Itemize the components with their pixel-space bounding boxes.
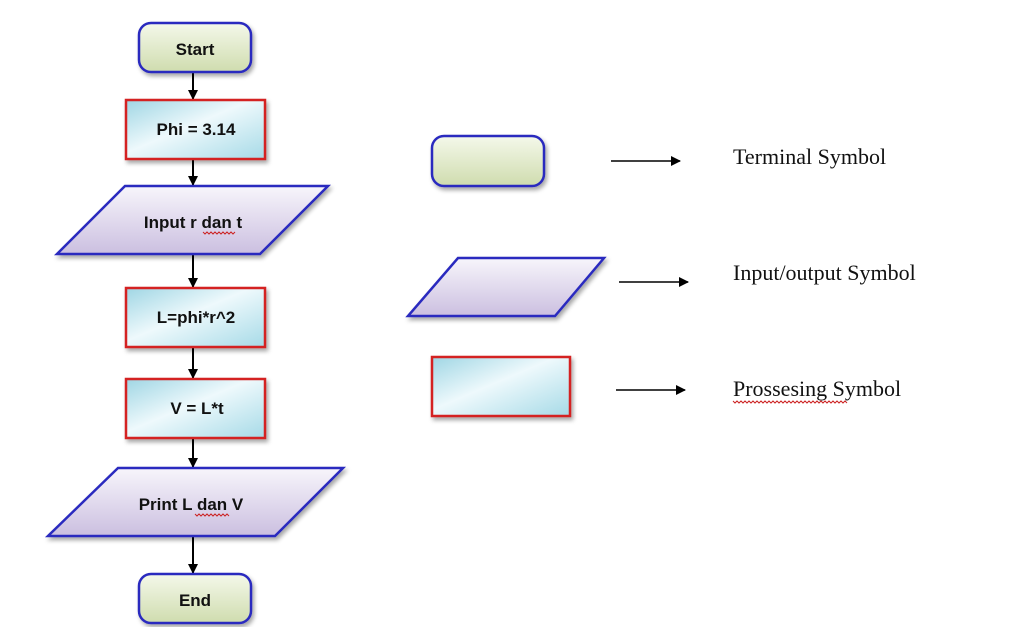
spellcheck-squiggle bbox=[732, 400, 848, 404]
legend-io-label: Input/output Symbol bbox=[733, 260, 916, 285]
legend-terminal-label: Terminal Symbol bbox=[733, 144, 886, 169]
input-label: Input r dan t bbox=[144, 213, 243, 232]
spellcheck-squiggle bbox=[194, 513, 230, 517]
calc-l-process-box: L=phi*r^2 bbox=[124, 286, 267, 349]
legend-terminal-shape bbox=[430, 134, 546, 188]
init-process-box: Phi = 3.14 bbox=[124, 98, 267, 161]
legend-io: Input/output Symbol bbox=[405, 256, 916, 318]
start-terminal: Start bbox=[137, 21, 253, 74]
end-label: End bbox=[179, 591, 211, 610]
input-io-box: Input r dan t bbox=[53, 184, 332, 256]
legend-process-label: Prossesing Symbol bbox=[733, 376, 901, 401]
calc-v-label: V = L*t bbox=[170, 399, 224, 418]
legend-process: Prossesing Symbol bbox=[430, 355, 901, 418]
legend-process-shape bbox=[430, 355, 572, 418]
spellcheck-squiggle bbox=[202, 231, 236, 235]
calc-v-process-box: V = L*t bbox=[124, 377, 267, 440]
start-label: Start bbox=[176, 40, 215, 59]
print-io-box: Print L dan V bbox=[44, 466, 347, 538]
legend-terminal: Terminal Symbol bbox=[430, 134, 886, 188]
legend-io-shape bbox=[405, 256, 607, 318]
init-label: Phi = 3.14 bbox=[157, 120, 236, 139]
print-label: Print L dan V bbox=[139, 495, 244, 514]
end-terminal: End bbox=[137, 572, 253, 625]
calc-l-label: L=phi*r^2 bbox=[157, 308, 235, 327]
